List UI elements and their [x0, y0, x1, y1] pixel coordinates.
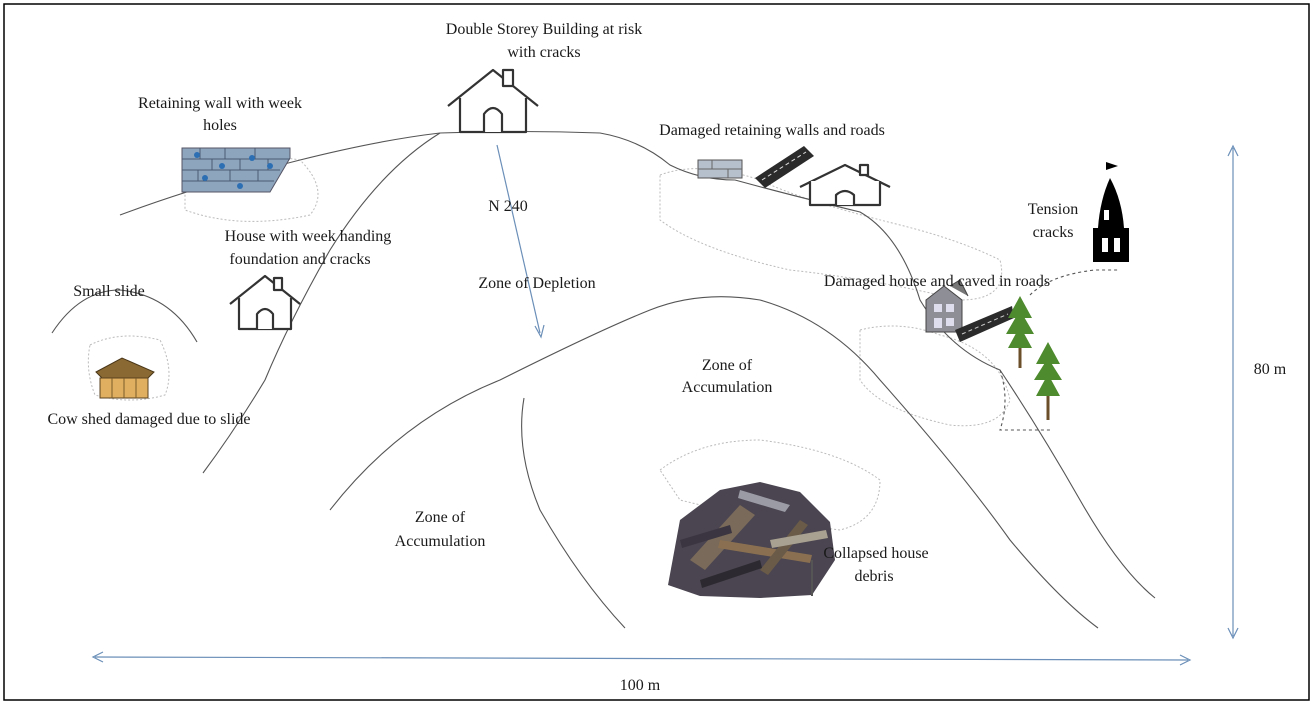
house-icon: [229, 274, 301, 331]
stone-wall-icon: [697, 159, 743, 179]
cow-shed-icon: [95, 357, 155, 399]
width-dimension-label: 100 m: [620, 677, 661, 694]
double-storey-label-line1: Double Storey Building at risk: [446, 21, 642, 38]
zone-accumulation-right-line1: Zone of: [702, 357, 753, 374]
house-icon: [447, 68, 539, 134]
dashed-region-house: [859, 325, 1011, 427]
tension-crack-line: [1029, 269, 1120, 296]
direction-arrowhead: [534, 324, 545, 339]
dashed-region-debris: [659, 439, 881, 531]
width-dimension-arrow: [91, 651, 1192, 666]
zone-depletion-label: Zone of Depletion: [478, 275, 595, 292]
road-icon: [955, 306, 1014, 342]
double-storey-label-line2: with cracks: [507, 44, 580, 61]
damaged-house-roads-label: Damaged house and caved in roads: [824, 273, 1050, 290]
damaged-walls-roads-label: Damaged retaining walls and roads: [659, 122, 885, 139]
ground-profile-line: [119, 130, 1156, 599]
dashed-region-wall: [184, 156, 319, 222]
road-icon: [755, 146, 814, 188]
accumulation-boundary-line: [329, 296, 1099, 629]
zone-accumulation-left-line1: Zone of: [415, 509, 466, 526]
zone-accumulation-right-line2: Accumulation: [682, 379, 773, 396]
tree-icon: [1034, 342, 1062, 420]
accumulation-split-line: [521, 397, 626, 629]
small-slide-line: [51, 289, 198, 343]
dashed-region-cowshed: [87, 335, 170, 401]
left-scarp-line: [202, 132, 441, 474]
height-dimension-arrow: [1227, 144, 1239, 640]
zone-accumulation-left-line2: Accumulation: [395, 533, 486, 550]
house-week-label-line1: House with week handing: [225, 228, 392, 245]
tree-icon: [1006, 296, 1034, 368]
collapsed-house-label-line2: debris: [854, 568, 893, 585]
direction-label: N 240: [488, 198, 528, 215]
house-week-label-line2: foundation and cracks: [229, 251, 370, 268]
retaining-wall-label-line2: holes: [203, 117, 237, 134]
debris-pile-icon: [668, 482, 835, 598]
tension-cracks-label-line2: cracks: [1033, 224, 1074, 241]
frame-border: [3, 3, 1310, 701]
stone-wall-icon: [181, 147, 291, 193]
cow-shed-label: Cow shed damaged due to slide: [47, 411, 250, 428]
tension-cracks-label-line1: Tension: [1028, 201, 1078, 218]
retaining-wall-label-line1: Retaining wall with week: [138, 95, 302, 112]
house-icon: [925, 279, 969, 333]
temple-icon: [1093, 162, 1129, 262]
lower-crack-line: [999, 369, 1050, 431]
house-icon: [799, 163, 891, 207]
collapsed-house-label-line1: Collapsed house: [823, 545, 928, 562]
small-slide-label: Small slide: [73, 283, 145, 300]
height-dimension-label: 80 m: [1254, 361, 1287, 378]
direction-arrow: [496, 144, 541, 334]
